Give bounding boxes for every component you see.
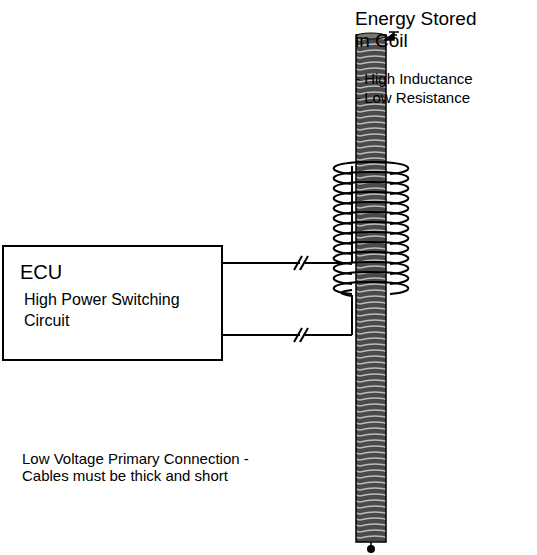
winding-turn — [334, 282, 409, 294]
primary-winding — [334, 162, 409, 335]
coil-property: - High Inductance — [355, 70, 535, 87]
primary-wire — [223, 256, 352, 342]
coil-heading: Energy Stored in Coil — [355, 8, 495, 52]
box-title: ECU — [4, 247, 221, 286]
ecu-box: ECUHigh Power Switching Circuit — [2, 245, 223, 361]
coil-property: - Low Resistance — [355, 89, 535, 106]
secondary-winding — [356, 35, 386, 542]
box-body: High Power Switching Circuit — [4, 286, 221, 344]
note-text: Low Voltage Primary Connection - Cables … — [22, 450, 287, 485]
ht-terminal — [367, 545, 375, 553]
winding-lead — [341, 166, 352, 335]
